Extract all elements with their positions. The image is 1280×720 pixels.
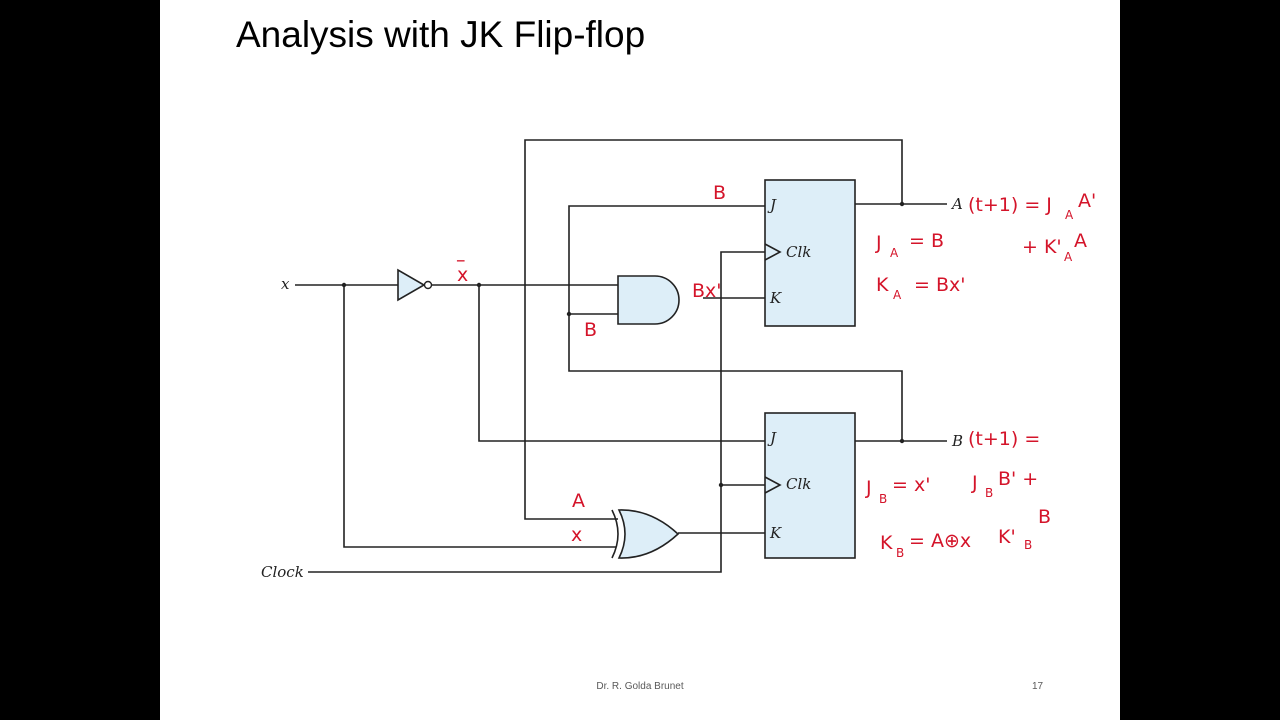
circuit-diagram: x Clock A B J Clk K J Clk K B – x Bx' B … [261, 139, 1096, 581]
xor-gate-input-curve [611, 509, 619, 559]
not-gate [397, 268, 426, 302]
flipflop-b-j-label: J [767, 429, 777, 447]
note-jb-term-rest: B' + [998, 468, 1038, 490]
wire-x-to-xor [343, 285, 616, 548]
flipflop-a-box [764, 179, 856, 327]
page-number: 17 [1032, 681, 1044, 692]
note-kb-term: K' [998, 526, 1016, 548]
note-x-bar-mark: – [456, 249, 466, 271]
flipflop-a-clk-label: Clk [786, 243, 811, 261]
note-jb-sub: B [879, 492, 887, 506]
handwritten-annotations: B – x Bx' B A x (t+1) = J A A' + K' A A … [456, 182, 1096, 560]
note-ja: J [875, 232, 882, 254]
note-a-next-rest: A' [1078, 190, 1096, 212]
wire-xbar-to-jb [478, 285, 765, 442]
note-kb-rest: = A⊕x [909, 530, 971, 552]
note-and-input-b: B [584, 319, 597, 341]
note-ka-rest: = Bx' [914, 274, 965, 296]
note-and-output: Bx' [692, 280, 722, 302]
note-a-next-sub: A [1065, 208, 1074, 222]
flipflop-a-clock-triangle [764, 243, 782, 261]
note-a-next-line2-rest: A [1074, 230, 1087, 252]
label-clock: Clock [261, 563, 304, 581]
flipflop-b-clock-triangle [764, 476, 782, 494]
and-gate [617, 275, 680, 325]
label-input-x: x [281, 275, 290, 293]
note-xor-input-a: A [572, 490, 585, 512]
note-jb-rest: = x' [892, 474, 930, 496]
note-a-next-line2: + K' [1022, 236, 1062, 258]
not-gate-bubble [423, 280, 433, 290]
note-jb-term: J [971, 472, 978, 494]
slide: Analysis with JK Flip-flop [160, 0, 1120, 720]
note-wire-b-top: B [713, 182, 726, 204]
note-ja-sub: A [890, 246, 899, 260]
flipflop-a-j-label: J [767, 196, 777, 214]
note-a-next: (t+1) = J [968, 194, 1052, 216]
xor-gate [617, 509, 680, 559]
note-jb-term-sub: B [985, 486, 993, 500]
note-ka-sub: A [893, 288, 902, 302]
note-jb: J [865, 477, 872, 499]
wire-b-feedback [568, 205, 903, 441]
note-a-next-line2-sub: A [1064, 250, 1073, 264]
note-kb-term-rest: B [1038, 506, 1051, 528]
flipflop-a-k-label: K [769, 289, 782, 307]
note-ja-rest: = B [909, 230, 944, 252]
note-kb: K [880, 532, 893, 554]
junction-dots [341, 201, 905, 488]
flipflop-b-clk-label: Clk [786, 475, 811, 493]
label-output-b: B [951, 432, 963, 450]
flipflop-b-k-label: K [769, 524, 782, 542]
note-ka: K [876, 274, 889, 296]
note-x-bar: x [457, 264, 468, 286]
note-kb-sub: B [896, 546, 904, 560]
wire-clock [308, 251, 765, 573]
note-xor-input-x: x [571, 524, 582, 546]
label-output-a: A [950, 195, 963, 213]
wire-a-feedback [524, 139, 903, 520]
slide-title: Analysis with JK Flip-flop [236, 14, 646, 55]
note-kb-term-sub: B [1024, 538, 1032, 552]
footer-author: Dr. R. Golda Brunet [596, 681, 684, 692]
note-b-next: (t+1) = [968, 428, 1040, 450]
